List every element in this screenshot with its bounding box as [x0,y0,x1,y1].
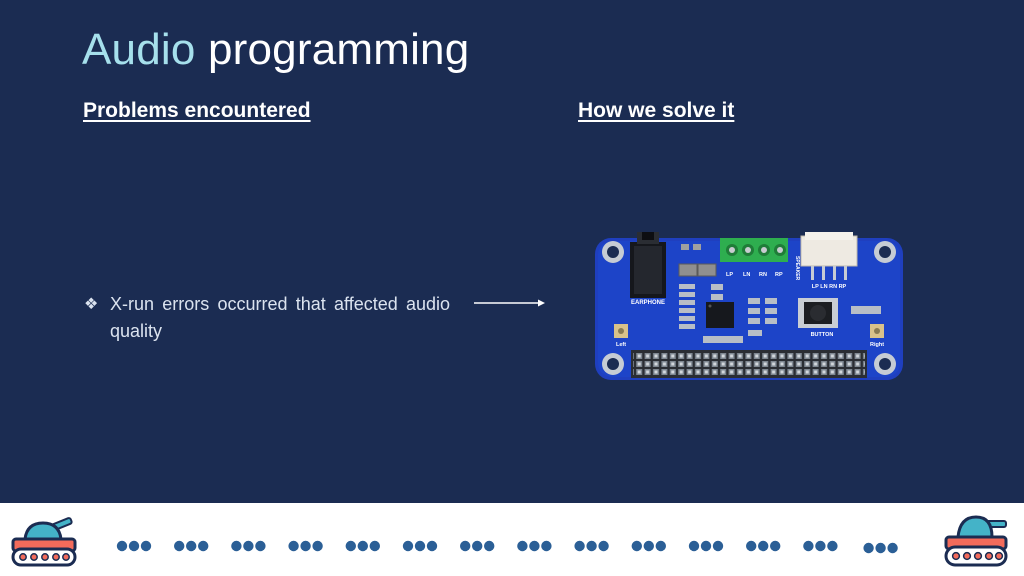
speaker-label: SPEAKER [794,256,800,281]
progress-dot [140,540,152,552]
progress-dot [198,540,209,552]
progress-dot [655,540,666,552]
progress-dot [255,540,266,552]
progress-dot-group [402,540,438,552]
progress-dot-group [116,540,152,552]
progress-dot [746,540,757,552]
rp-label: RP [775,272,783,278]
progress-dot [700,540,712,552]
progress-dot [815,540,826,552]
progress-dot-group [631,540,666,552]
progress-dot [300,540,311,552]
progress-dot [517,540,528,552]
progress-dot [598,540,609,552]
progress-dot-group [803,540,838,552]
progress-dot [586,540,597,552]
progress-dot [288,540,299,552]
progress-dot-group [174,540,209,552]
progress-dot [402,540,414,552]
progress-dot [688,540,700,552]
progress-dot [414,540,426,552]
bullet-item: ❖ X-run errors occurred that affected au… [84,291,450,345]
progress-dot [887,542,898,554]
footer-bar [0,503,1024,576]
progress-dot [529,540,540,552]
progress-dot-group [574,540,609,552]
lp-label: LP [726,272,733,278]
audio-hat-board-image: EARPHONE LP LN RN RP SPEAKER LP LN RN RP… [595,232,903,380]
progress-dot [875,542,886,554]
progress-dot [426,540,438,552]
progress-dots [116,540,898,554]
right-mic-label: Right [870,342,884,348]
progress-dot [128,540,140,552]
button-label: BUTTON [811,332,834,338]
progress-dot-group [688,540,724,552]
title-rest: programming [195,25,470,74]
bullet-text: X-run errors occurred that affected audi… [110,294,450,341]
progress-dot [369,540,380,552]
progress-dot [541,540,552,552]
progress-dot [243,540,254,552]
slide-title: Audio programming [82,22,469,78]
ln-label: LN [743,272,750,278]
progress-dot-group [863,542,898,554]
title-accent: Audio [82,25,196,74]
progress-dot [643,540,654,552]
diamond-bullet-icon: ❖ [84,296,99,313]
progress-dot [116,540,128,552]
progress-dot [863,542,874,554]
progress-dot [345,540,356,552]
progress-dot-group [288,540,323,552]
progress-dot [770,540,781,552]
progress-dot [574,540,585,552]
tank-icon-right [944,515,1008,567]
progress-dot [758,540,769,552]
progress-dot [712,540,724,552]
solution-heading: How we solve it [578,99,735,122]
tank-icon-left [11,517,77,567]
earphone-label: EARPHONE [631,300,665,306]
progress-dot-group [231,540,266,552]
progress-dot-group [517,540,552,552]
progress-dot [312,540,323,552]
progress-dot-group [746,540,781,552]
progress-dot [472,540,483,552]
progress-dot [460,540,471,552]
progress-dot [357,540,368,552]
progress-dot [631,540,642,552]
progress-dot [231,540,242,552]
rn-label: RN [759,272,767,278]
progress-dot-group [460,540,495,552]
progress-dot [827,540,838,552]
progress-dot [174,540,185,552]
progress-dot [186,540,197,552]
progress-dot [484,540,495,552]
connector-label: LP LN RN RP [812,284,847,290]
problems-heading: Problems encountered [83,99,311,122]
progress-dot-group [345,540,380,552]
left-mic-label: Left [616,342,626,348]
arrow-right-icon [474,299,545,307]
progress-dot [803,540,814,552]
